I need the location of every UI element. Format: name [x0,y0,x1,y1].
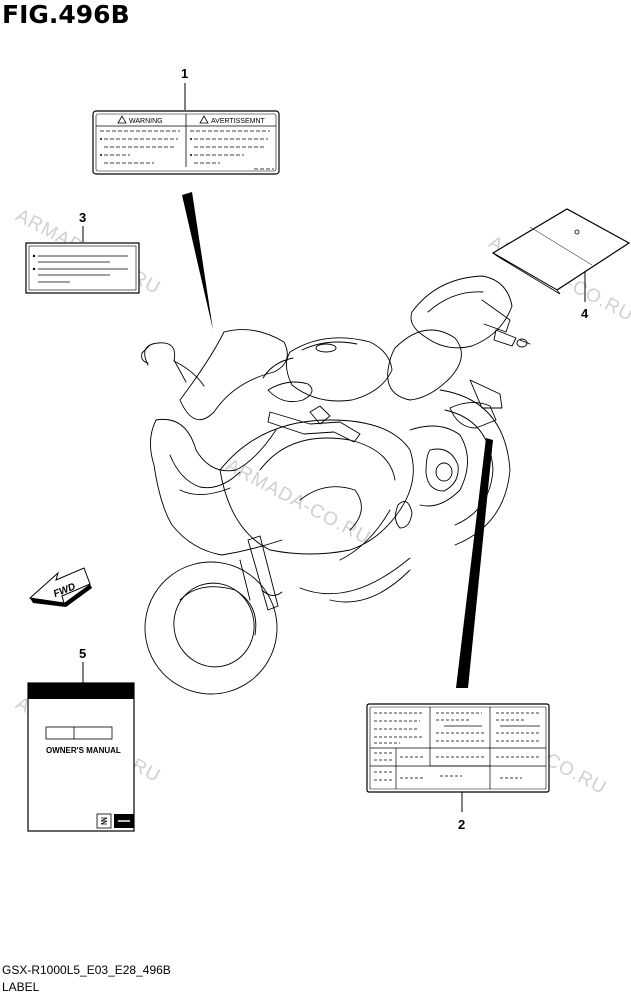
motorcycle-outline [141,275,531,695]
label-4 [491,208,631,295]
callout-1: 1 [181,66,189,81]
pointer-wedge-2 [456,438,493,688]
owners-manual-5: OWNER'S MANUAL [27,682,135,832]
figure-code: GSX-R1000L5_E03_E28_496B [2,963,171,977]
callout-5: 5 [79,646,87,661]
figure-title: FIG.496B [2,0,130,29]
callout-2: 2 [458,817,466,832]
label-3 [25,242,140,294]
callout-4: 4 [581,306,589,321]
figure-label: LABEL [2,980,40,994]
spec-label-2 [366,703,550,793]
warning-triangle-icon [117,115,127,124]
pointer-wedge-1 [182,192,213,330]
warning-text: WARNING [129,118,163,125]
callout-3: 3 [79,210,87,225]
fwd-arrow-icon: FWD [28,567,92,607]
avertissement-text: AVERTISSEMNT [211,118,266,125]
owners-manual-title: OWNER'S MANUAL [46,746,121,755]
warning-triangle-icon [199,115,209,124]
warning-label-1: WARNING AVERTISSEMNT [92,110,280,175]
